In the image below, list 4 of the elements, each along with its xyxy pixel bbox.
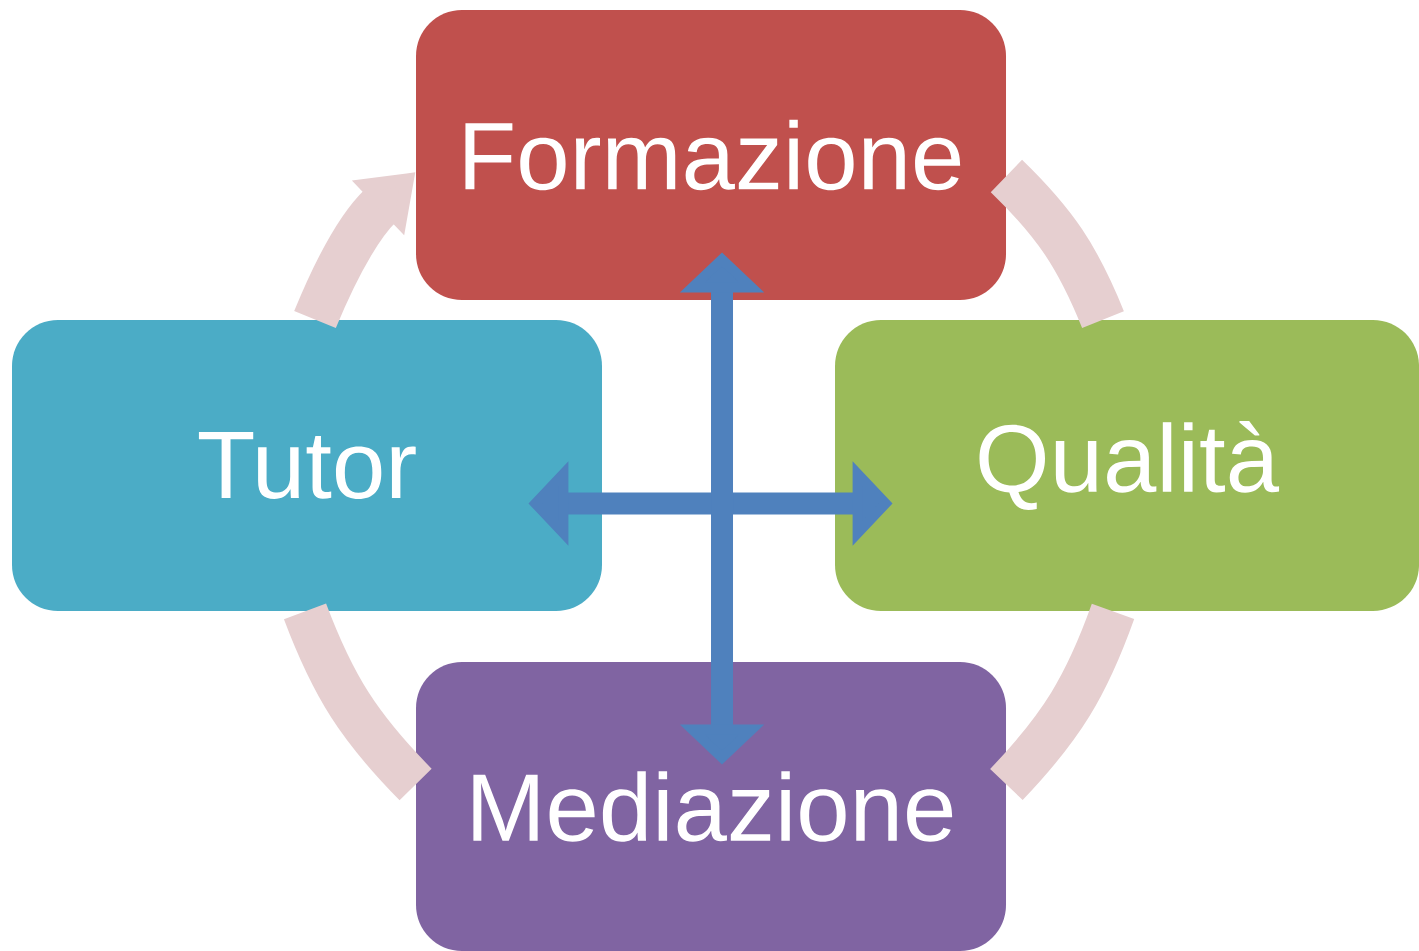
process-box: Qualità <box>835 320 1419 611</box>
process-box: Mediazione <box>416 662 1006 951</box>
process-box: Tutor <box>12 320 602 611</box>
process-box: Formazione <box>416 10 1006 300</box>
